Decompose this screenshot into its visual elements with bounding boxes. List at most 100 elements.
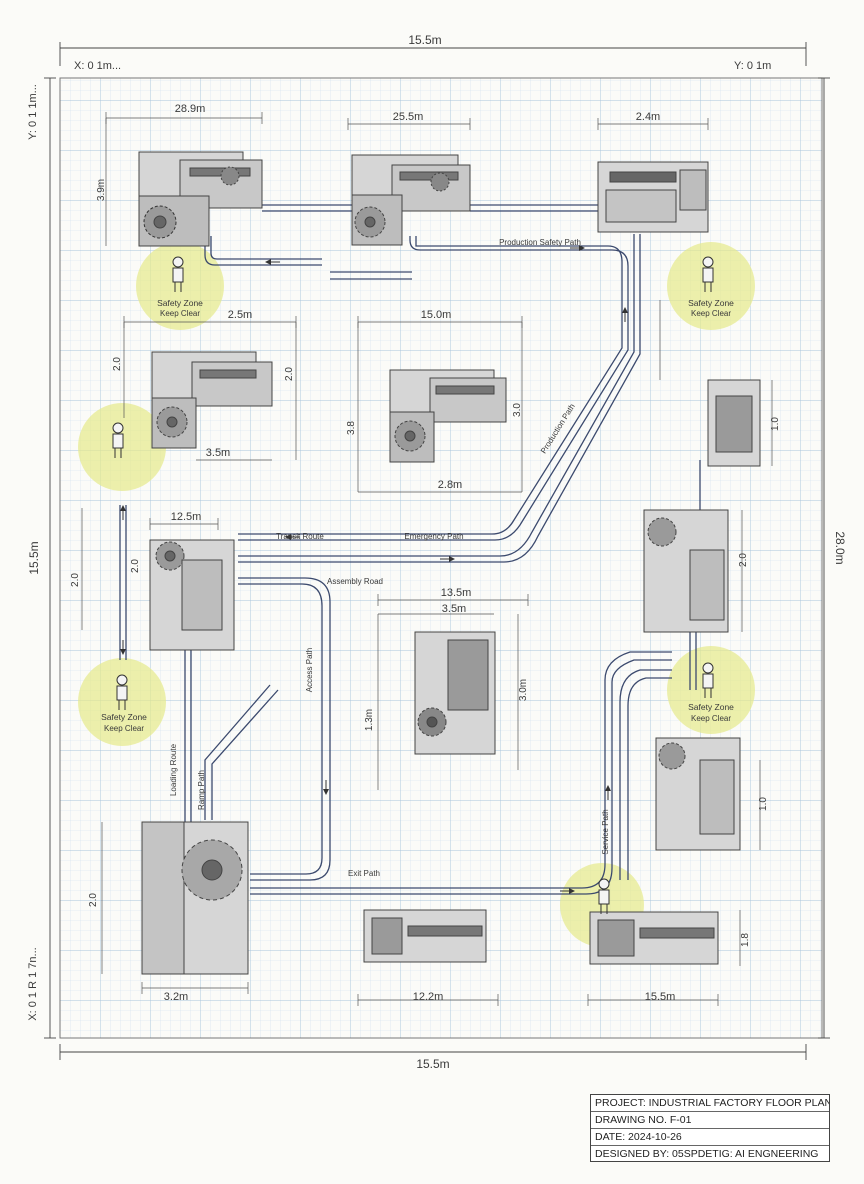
coord-left-lower: X: 0 1 R 1 7n... bbox=[27, 947, 39, 1020]
dim-label: 2.5m bbox=[228, 309, 252, 321]
machine-5 bbox=[389, 369, 507, 463]
path-top-link bbox=[262, 204, 352, 212]
title-block: PROJECT: INDUSTRIAL FACTORY FLOOR PLAN D… bbox=[590, 1094, 830, 1162]
worker-icon bbox=[598, 878, 610, 914]
dim-label: 3.9m bbox=[96, 179, 107, 201]
safety-label: Safety Zone bbox=[688, 298, 734, 308]
safety-label: Safety Zone bbox=[688, 702, 734, 712]
dim-label: 2.0 bbox=[284, 367, 295, 381]
machine-1 bbox=[138, 151, 263, 247]
dim-label: 2.8m bbox=[438, 479, 462, 491]
gear-icon bbox=[220, 166, 240, 186]
safety-label-sub: Keep Clear bbox=[691, 309, 731, 318]
path-label: Transit Route bbox=[276, 532, 324, 541]
dim-label: 2.0 bbox=[70, 573, 81, 587]
gear-icon bbox=[647, 517, 677, 547]
path-left-drop bbox=[204, 236, 322, 266]
coord-top-left: X: 0 1m... bbox=[74, 60, 121, 72]
machines bbox=[138, 151, 761, 975]
safety-label: Safety Zone bbox=[157, 298, 203, 308]
path-arrows bbox=[120, 245, 628, 894]
dim-label: 1.3m bbox=[364, 709, 375, 731]
safety-label-sub: Keep Clear bbox=[160, 309, 200, 318]
path-main-curve-2 bbox=[238, 234, 641, 563]
gear-icon bbox=[658, 742, 686, 770]
machine-6 bbox=[707, 379, 761, 467]
dim-label: 25.5m bbox=[393, 111, 424, 123]
dim-bottom: 15.5m bbox=[416, 1057, 449, 1071]
dim-label: 1.8 bbox=[740, 933, 751, 947]
machine-8 bbox=[414, 631, 496, 755]
conveyor-paths bbox=[119, 204, 701, 895]
path-label: Emergency Path bbox=[404, 532, 463, 541]
title-date: DATE: 2024-10-26 bbox=[591, 1129, 829, 1146]
dim-label: 3.5m bbox=[206, 447, 230, 459]
machine-dimension-lines bbox=[81, 112, 773, 1006]
dim-label: 3.8 bbox=[346, 421, 357, 435]
machine-3 bbox=[597, 161, 709, 233]
path-label: Loading Route bbox=[169, 743, 178, 796]
dim-right: 28.0m bbox=[833, 531, 847, 564]
title-project: PROJECT: INDUSTRIAL FACTORY FLOOR PLAN bbox=[591, 1095, 829, 1112]
workers bbox=[112, 256, 714, 914]
dim-label: 3.2m bbox=[164, 991, 188, 1003]
outer-dimensions bbox=[44, 42, 830, 1060]
path-stub bbox=[330, 271, 412, 280]
path-label: Exit Path bbox=[348, 869, 380, 878]
dim-label: 12.5m bbox=[171, 511, 202, 523]
dim-label: 2.0 bbox=[130, 559, 141, 573]
coord-top-right: Y: 0 1m bbox=[734, 60, 771, 72]
worker-icon bbox=[112, 422, 124, 458]
dim-left: 15.5m bbox=[27, 541, 41, 574]
dim-label: 3.0m bbox=[518, 679, 529, 701]
path-label: Access Path bbox=[305, 648, 314, 692]
safety-label-sub: Keep Clear bbox=[691, 714, 731, 723]
path-main-curve bbox=[238, 236, 629, 541]
path-right-bottom bbox=[689, 632, 697, 690]
machine-10 bbox=[655, 737, 741, 851]
dim-top: 15.5m bbox=[408, 33, 441, 47]
dim-label: 15.0m bbox=[421, 309, 452, 321]
machine-7 bbox=[149, 539, 235, 651]
dim-label: 2.0 bbox=[88, 893, 99, 907]
dim-label: 3.0 bbox=[512, 403, 523, 417]
path-central bbox=[238, 577, 331, 881]
path-label: Service Path bbox=[601, 809, 610, 854]
worker-icon bbox=[702, 662, 714, 698]
dim-label: 3.5m bbox=[442, 603, 466, 615]
dim-label: 12.2m bbox=[413, 991, 444, 1003]
path-label: Production Safety Path bbox=[499, 238, 581, 247]
gear-icon bbox=[430, 172, 450, 192]
path-machine-down bbox=[184, 650, 192, 822]
worker-icon bbox=[116, 674, 128, 710]
machine-11 bbox=[141, 821, 249, 975]
dim-label: 1.0 bbox=[770, 417, 781, 431]
safety-label-sub: Keep Clear bbox=[104, 724, 144, 733]
safety-label: Safety Zone bbox=[101, 712, 147, 722]
title-drawing-no: DRAWING NO. F-01 bbox=[591, 1112, 829, 1129]
safety-labels: Safety Zone Keep Clear Safety Zone Keep … bbox=[101, 298, 734, 733]
safety-zone-4 bbox=[78, 658, 166, 746]
dim-label: 1.0 bbox=[758, 797, 769, 811]
coord-left-upper: Y: 0 1 1m... bbox=[27, 84, 39, 140]
dim-label: 2.0 bbox=[112, 357, 123, 371]
path-bottom-2 bbox=[619, 669, 672, 880]
path-label: Ramp Path bbox=[197, 770, 206, 810]
dim-label: 2.0 bbox=[738, 553, 749, 567]
title-designed-by: DESIGNED BY: 05SPDETIG: AI ENGNEERING bbox=[595, 1148, 819, 1160]
dim-label: 28.9m bbox=[175, 103, 206, 115]
dim-label: 13.5m bbox=[441, 587, 472, 599]
dim-label: 15.5m bbox=[645, 991, 676, 1003]
safety-zone-1 bbox=[136, 242, 224, 330]
machine-13 bbox=[589, 911, 719, 965]
worker-icon bbox=[172, 256, 184, 292]
path-left-vertical bbox=[119, 505, 127, 660]
path-bottom bbox=[250, 651, 672, 895]
dim-label: 2.4m bbox=[636, 111, 660, 123]
machine-12 bbox=[363, 909, 487, 963]
machine-2 bbox=[351, 154, 471, 246]
machine-dimension-labels: 28.9m 3.9m 25.5m 2.4m 2.5m 2.0 2.0 3.5m … bbox=[70, 103, 781, 1003]
path-ramp bbox=[204, 684, 279, 820]
path-label: Assembly Road bbox=[327, 577, 383, 586]
